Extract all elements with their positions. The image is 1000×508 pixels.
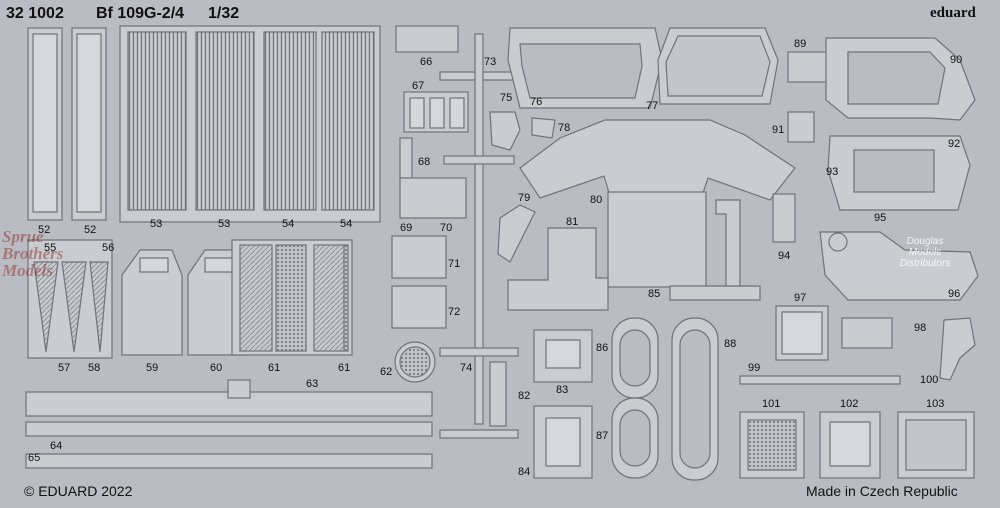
part-label-78: 78 [558, 122, 571, 134]
part-label-89: 89 [794, 38, 807, 50]
scale-label: 1/32 [208, 5, 240, 22]
part-label-67: 67 [412, 80, 425, 92]
watermark-left: Sprue Brothers Models [2, 228, 122, 279]
part-label-60: 60 [210, 362, 223, 374]
part-label-86: 86 [596, 342, 609, 354]
part-label-76: 76 [530, 96, 543, 108]
part-label-84: 84 [518, 466, 531, 478]
part-label-53b: 53 [218, 218, 231, 230]
part-label-87: 87 [596, 430, 609, 442]
part-label-97: 97 [794, 292, 807, 304]
part-label-58: 58 [88, 362, 101, 374]
model-name: Bf 109G-2/4 [96, 5, 185, 22]
part-label-69: 69 [400, 222, 413, 234]
part-label-54b: 54 [340, 218, 353, 230]
part-label-54a: 54 [282, 218, 295, 230]
part-label-68: 68 [418, 156, 431, 168]
part-label-80: 80 [590, 194, 603, 206]
part-label-59: 59 [146, 362, 159, 374]
watermark-right-line-3: Distributors [899, 258, 951, 269]
part-label-62: 62 [380, 366, 393, 378]
part-label-57: 57 [58, 362, 71, 374]
part-label-82: 82 [518, 390, 531, 402]
brand-logo: eduard [930, 5, 976, 21]
part-label-95: 95 [874, 212, 887, 224]
part-label-66: 66 [420, 56, 433, 68]
part-label-75: 75 [500, 92, 513, 104]
part-label-83: 83 [556, 384, 569, 396]
watermark-left-line-1: Sprue [2, 227, 44, 246]
watermark-left-line-2: Brothers [2, 244, 64, 263]
part-label-98: 98 [914, 322, 927, 334]
part-label-79: 79 [518, 192, 531, 204]
part-label-101: 101 [762, 398, 781, 410]
part-label-81: 81 [566, 216, 579, 228]
part-label-93: 93 [826, 166, 839, 178]
part-label-56: 56 [102, 242, 115, 254]
part-label-53a: 53 [150, 218, 163, 230]
catalog-number: 32 1002 [6, 5, 64, 22]
part-label-73: 73 [484, 56, 497, 68]
part-label-94: 94 [778, 250, 791, 262]
part-label-99: 99 [748, 362, 761, 374]
part-label-102: 102 [840, 398, 859, 410]
part-label-103: 103 [926, 398, 945, 410]
part-label-61b: 61 [338, 362, 351, 374]
part-label-61a: 61 [268, 362, 281, 374]
part-label-72: 72 [448, 306, 461, 318]
watermark-right-line-1: Douglas [906, 236, 944, 247]
part-label-88: 88 [724, 338, 737, 350]
part-label-65: 65 [28, 452, 41, 464]
part-label-100: 100 [920, 374, 939, 386]
part-label-55: 55 [44, 242, 57, 254]
part-label-71: 71 [448, 258, 461, 270]
watermark-right: Douglas Models Distributors [880, 236, 970, 269]
part-label-92: 92 [948, 138, 961, 150]
part-label-52b: 52 [84, 224, 97, 236]
part-label-85: 85 [648, 288, 661, 300]
part-label-64: 64 [50, 440, 63, 452]
part-label-90: 90 [950, 54, 963, 66]
watermark-right-line-2: Models [908, 247, 942, 258]
part-label-96: 96 [948, 288, 961, 300]
part-label-91: 91 [772, 124, 785, 136]
part-label-52a: 52 [38, 224, 51, 236]
part-label-74: 74 [460, 362, 473, 374]
copyright-notice: © EDUARD 2022 [24, 483, 133, 499]
part-label-77: 77 [646, 100, 659, 112]
origin-notice: Made in Czech Republic [806, 483, 958, 499]
part-label-63: 63 [306, 378, 319, 390]
watermark-left-line-3: Models [2, 261, 53, 280]
part-label-70: 70 [440, 222, 453, 234]
